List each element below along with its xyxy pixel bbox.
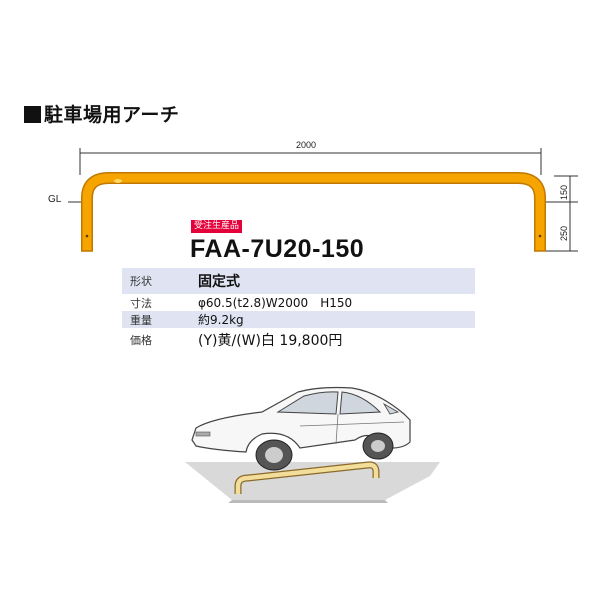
pipe-highlight [114,179,122,183]
car-illustration [185,386,440,503]
pipe-hole [85,234,89,238]
spec-key: 寸法 [130,296,152,310]
spec-row-weight: 重量 約9.2kg [122,311,475,328]
spec-row-price: 価格 (Y)黄/(W)白 19,800円 [122,328,475,352]
page-heading: 駐車場用アーチ [24,100,179,127]
embed-depth-label: 250 [559,225,569,241]
width-dimension-line [79,148,542,175]
arch-pipe [82,173,545,251]
height-dimension-line [545,175,578,252]
heading-text: 駐車場用アーチ [44,104,180,126]
width-label: 2000 [296,140,317,150]
model-number: FAA-7U20-150 [190,235,365,263]
spec-row-size: 寸法 φ60.5(t2.8)W2000 H150 [122,294,475,311]
spec-key: 形状 [122,268,198,294]
spec-key: 価格 [130,334,152,347]
spec-value: (Y)黄/(W)白 19,800円 [198,333,343,349]
ground-level-label: GL [48,194,62,205]
spec-value: 固定式 [198,268,475,294]
spec-value: 約9.2kg [198,311,475,328]
made-to-order-badge: 受注生産品 [191,220,243,233]
square-bullet-icon [24,106,41,123]
spec-table: 形状 固定式 寸法 φ60.5(t2.8)W2000 H150 重量 約9.2k… [122,268,475,352]
above-ground-height-label: 150 [559,184,569,200]
spec-key: 重量 [122,311,198,328]
spec-row-shape: 形状 固定式 [122,268,475,294]
spec-value: φ60.5(t2.8)W2000 H150 [198,296,353,310]
pipe-hole [538,234,542,238]
